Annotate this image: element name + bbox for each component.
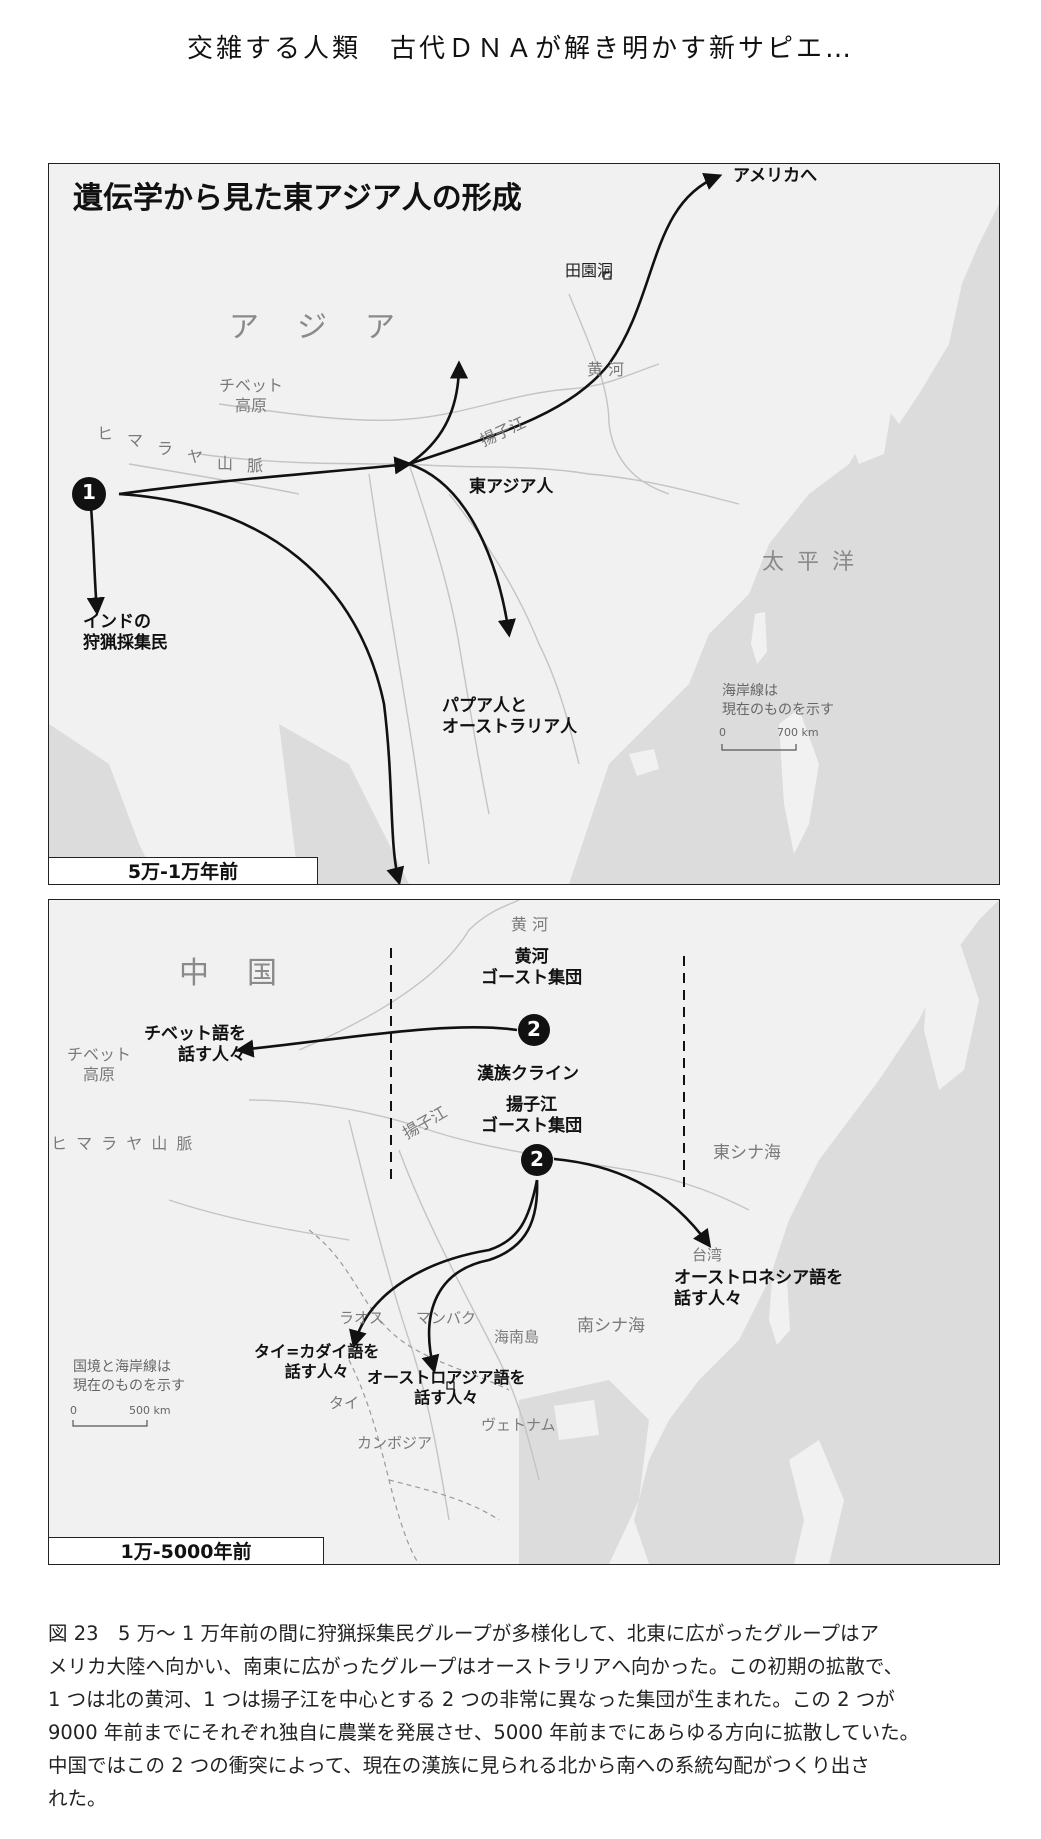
label-hainan: 海南島 <box>494 1328 540 1346</box>
scale-max-2: 500 km <box>129 1404 171 1417</box>
label-austroasiatic-speakers: オーストロアジア語を 話す人々 <box>367 1368 526 1407</box>
route-to-tai-kadai <box>349 1179 539 1349</box>
scale-max-1: 700 km <box>777 726 819 739</box>
route-to-austronesian <box>553 1157 712 1248</box>
ghost-marker-yangtze <box>521 1144 553 1176</box>
country-borders <box>308 1229 510 1564</box>
square-site-icon <box>446 1381 455 1390</box>
period-tag-1: 5万-1万年前 <box>49 857 318 884</box>
label-to-america: アメリカへ <box>733 166 818 186</box>
route-to-east-asia <box>118 456 413 496</box>
map-panel-1: 遺伝学から見た東アジア人の形成 1 ア ジ ア チベット 高原 ヒ マ ラ ヤ … <box>48 163 1000 885</box>
label-east-asians: 東アジア人 <box>469 477 554 497</box>
label-han-cline: 漢族クライン <box>477 1064 579 1084</box>
sea-area <box>634 900 999 1564</box>
ghost-marker-yangtze-label: 2 <box>530 1147 544 1171</box>
route-to-america <box>408 172 723 466</box>
route-to-india <box>86 506 105 616</box>
route-south-vietnam <box>408 462 516 638</box>
island-philippines <box>779 709 819 854</box>
sea-area-gulf <box>519 1380 649 1564</box>
route-to-austroasiatic <box>421 1179 539 1374</box>
sea-area-bay <box>279 724 409 884</box>
label-yellow-river: 黄 河 <box>587 360 625 379</box>
cline-boundaries <box>390 948 685 1190</box>
map-panel-2: 2 2 中 国 黄 河 黄河 ゴースト集団 漢族クライン 揚子江 ゴースト集団 … <box>48 899 1000 1565</box>
map-panel-1-graphics <box>49 164 999 884</box>
label-himalaya-3: ラ <box>157 439 174 458</box>
label-himalaya-6: 脈 <box>247 456 264 475</box>
caption-line: 1 つは北の黄河、1 つは揚子江を中心とする 2 つの非常に異なった集団が生まれ… <box>48 1688 895 1711</box>
label-east-china-sea: 東シナ海 <box>713 1143 781 1163</box>
label-himalaya-5: 山 <box>217 454 234 473</box>
origin-marker-1 <box>72 477 106 511</box>
label-yellow-river: 黄 河 <box>511 915 549 934</box>
island-korea <box>924 940 979 1090</box>
caption-line: 中国ではこの 2 つの衝突によって、現在の漢族に見られる北から南への系統勾配がつ… <box>48 1754 870 1777</box>
label-himalaya-2: マ <box>127 431 144 450</box>
label-yellow-ghost-population: 黄河 ゴースト集団 <box>481 947 583 989</box>
label-manbak: マンバク <box>416 1309 477 1327</box>
scale-zero-1: 0 <box>719 726 726 739</box>
map-panel-2-graphics <box>72 900 999 1564</box>
label-thailand: タイ <box>329 1394 360 1412</box>
label-taiwan: 台湾 <box>692 1246 723 1264</box>
label-asia: ア ジ ア <box>229 310 399 345</box>
label-tibet-plateau: チベット 高原 <box>219 376 284 415</box>
ghost-marker-yellow <box>518 1014 550 1046</box>
rivers <box>128 293 740 865</box>
period-tag-2: 1万-5000年前 <box>49 1537 324 1564</box>
island-philippines <box>789 1440 844 1564</box>
caption-line: 図 23 5 万〜 1 万年前の間に狩猟採集民グループが多様化して、北東に広がっ… <box>48 1622 880 1645</box>
island-taiwan <box>769 1278 790 1345</box>
island-hainan <box>629 749 659 776</box>
page-header: 交雑する人類 古代ＤＮＡが解き明かす新サピエ… <box>186 34 854 64</box>
label-tibetan-speakers: チベット語を 話す人々 <box>144 1024 246 1066</box>
label-tai-kadai-speakers: タイ=カダイ語を 話す人々 <box>254 1342 380 1381</box>
route-to-papua <box>118 492 405 884</box>
rivers <box>168 900 750 1521</box>
scale-note-1: 海岸線は 現在のものを示す <box>722 683 834 718</box>
label-cambodia: カンボジア <box>357 1434 433 1452</box>
migration-routes <box>86 172 723 884</box>
label-papuans-australians: パプア人と オーストラリア人 <box>442 696 578 738</box>
route-north <box>408 360 469 466</box>
scale-bar-2 <box>72 1420 148 1427</box>
island-hainan <box>554 1400 599 1440</box>
label-india-hunter-gatherers: インドの 狩猟採集民 <box>83 612 168 654</box>
scale-note-2: 国境と海岸線は 現在のものを示す <box>73 1359 185 1394</box>
figure-caption: 図 23 5 万〜 1 万年前の間に狩猟採集民グループが多様化して、北東に広がっ… <box>48 1617 1003 1815</box>
label-china: 中 国 <box>179 956 281 991</box>
caption-line: 9000 年前までにそれぞれ独自に農業を発展させ、5000 年前までにあらゆる方… <box>48 1721 920 1744</box>
sea-area <box>569 164 999 884</box>
label-vietnam: ヴェトナム <box>481 1416 556 1434</box>
label-tibet-plateau: チベット 高原 <box>67 1045 132 1084</box>
label-south-china-sea: 南シナ海 <box>577 1316 645 1336</box>
label-himalaya-1: ヒ <box>97 424 114 443</box>
scale-bar-1 <box>721 744 797 751</box>
route-to-tibetan-speakers <box>235 1025 518 1058</box>
label-pacific-ocean: 太 平 洋 <box>762 550 857 575</box>
label-tianyuan-cave: 田園洞 <box>565 261 614 280</box>
label-yangtze-ghost-population: 揚子江 ゴースト集団 <box>481 1095 583 1137</box>
island-taiwan <box>751 612 767 664</box>
label-himalaya: ヒ マ ラ ヤ 山 脈 <box>51 1134 195 1153</box>
caption-line: れた。 <box>48 1787 107 1810</box>
origin-marker-label: 1 <box>82 480 96 504</box>
korea-peninsula <box>844 334 894 464</box>
sea-area-west <box>49 724 159 884</box>
migration-routes <box>235 1025 712 1374</box>
label-laos: ラオス <box>339 1309 385 1327</box>
label-himalaya-4: ヤ <box>187 447 204 466</box>
island-japan <box>884 204 979 424</box>
square-site-icon <box>603 271 612 280</box>
caption-line: メリカ大陸へ向かい、南東に広がったグループはオーストラリアへ向かった。この初期の… <box>48 1655 904 1678</box>
ghost-marker-yellow-label: 2 <box>527 1017 541 1041</box>
label-austronesian-speakers: オーストロネシア語を 話す人々 <box>674 1268 844 1310</box>
scale-zero-2: 0 <box>70 1404 77 1417</box>
panel-title: 遺伝学から見た東アジア人の形成 <box>73 181 522 216</box>
